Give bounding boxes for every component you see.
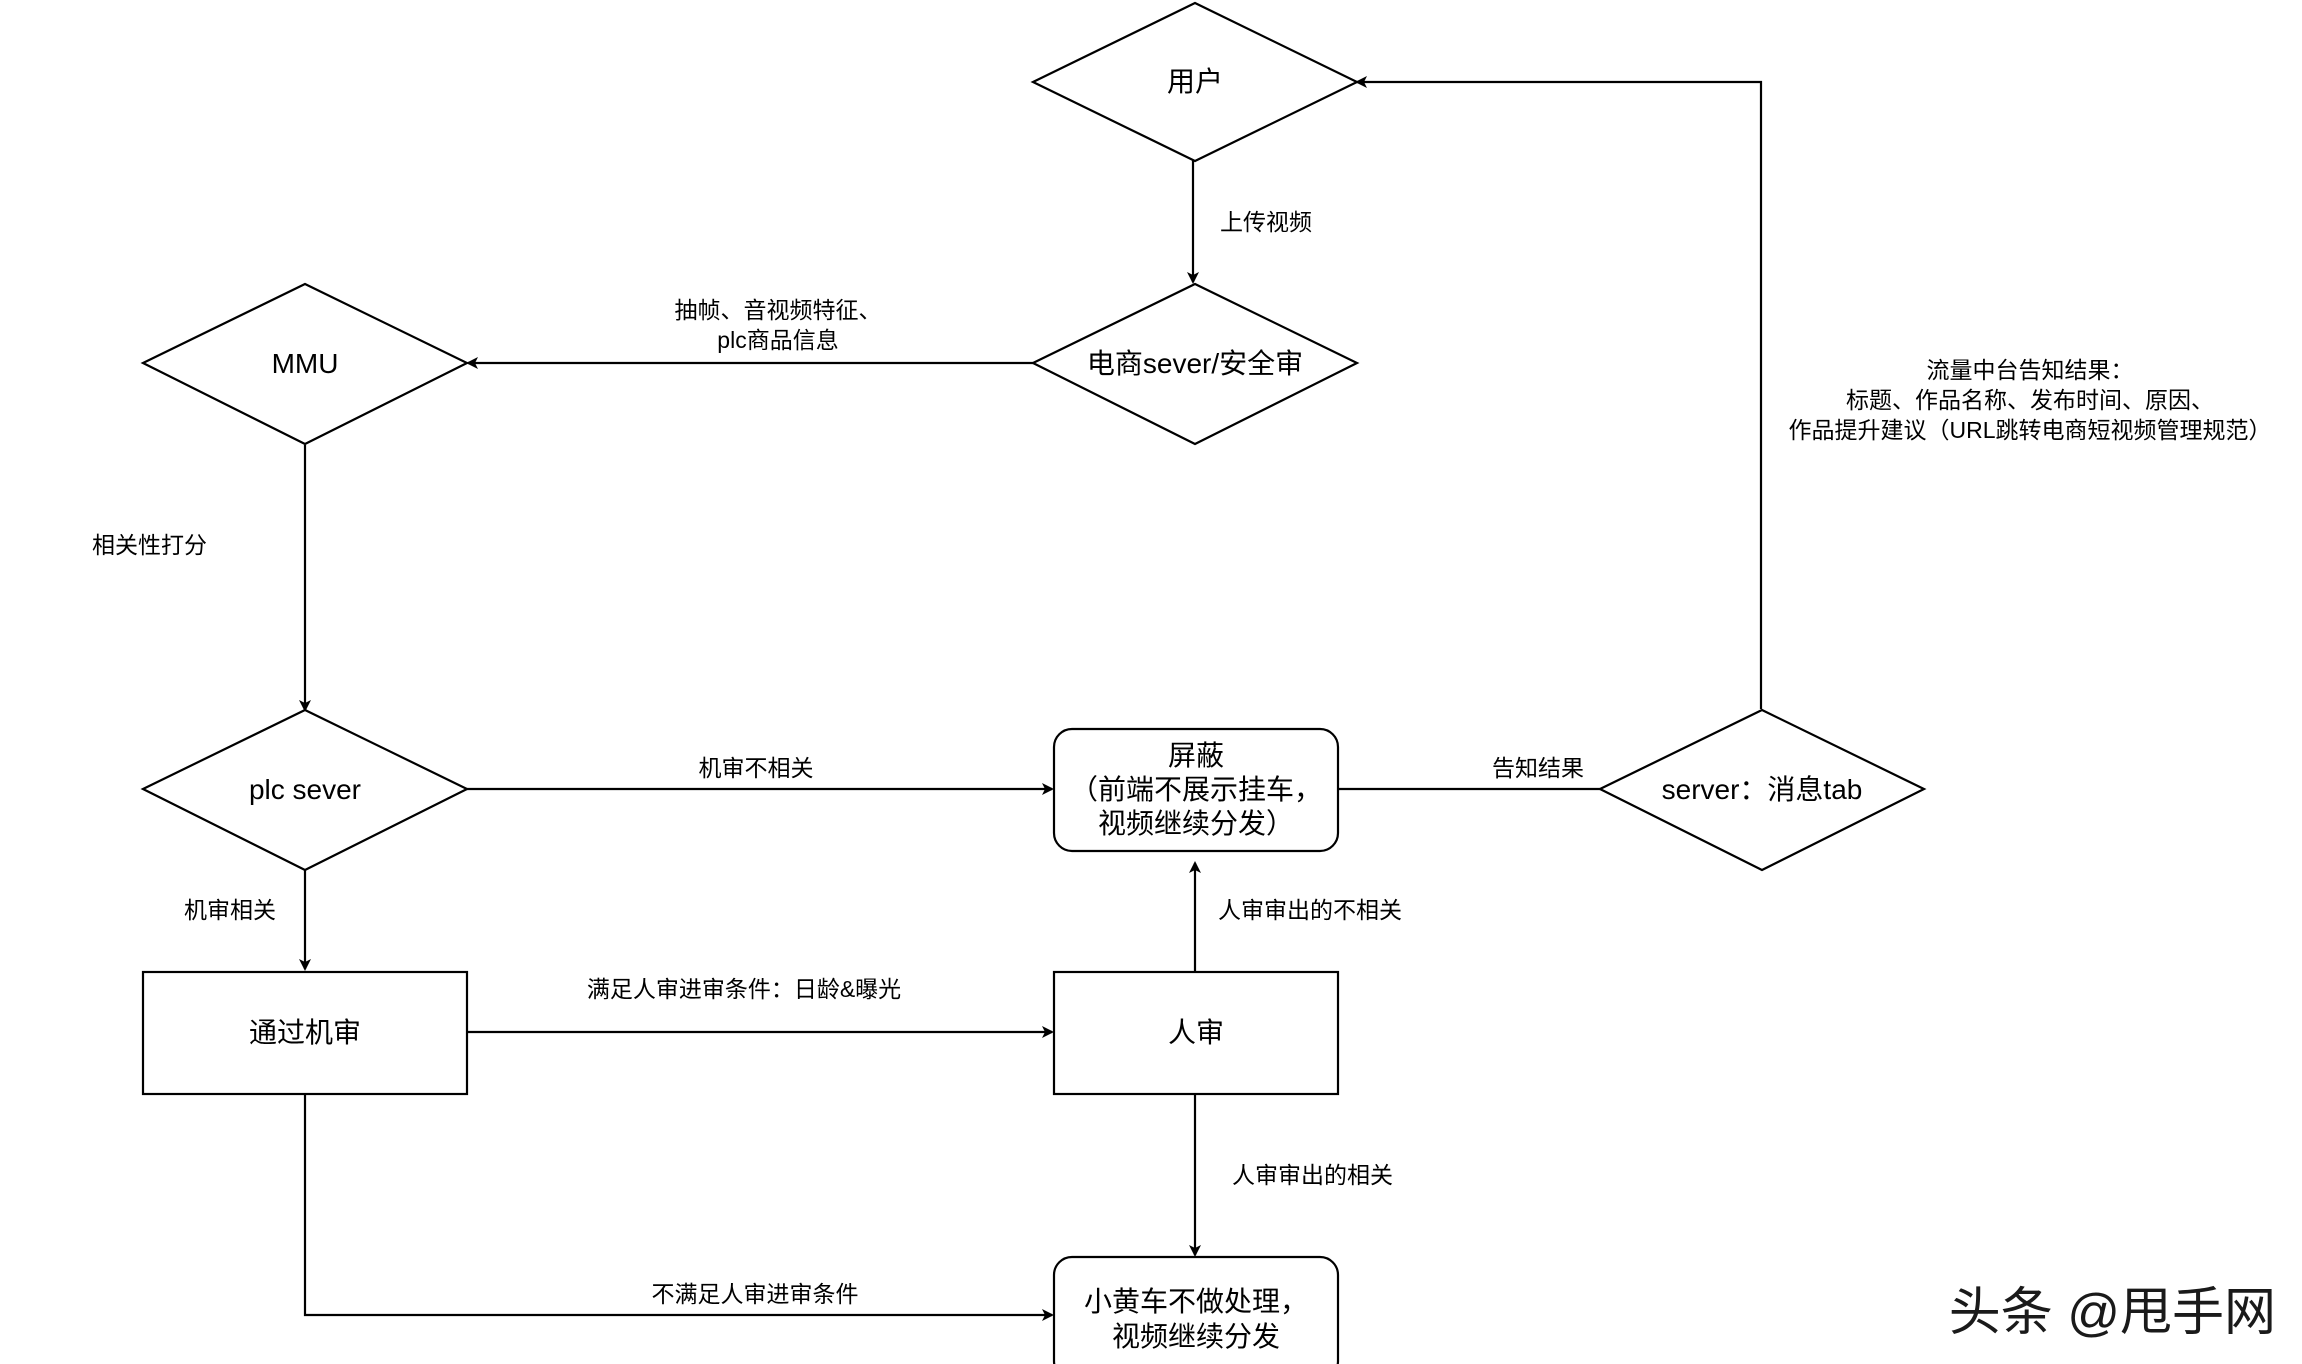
- meet-condition-label: 满足人审进审条件：日龄&曝光: [587, 976, 901, 1002]
- pass-machine-label: 通过机审: [249, 1017, 361, 1048]
- shield-line-1: 屏蔽: [1168, 740, 1224, 771]
- node-server-msg: server：消息tab: [1597, 708, 1927, 872]
- extract-label-line-1: 抽帧、音视频特征、: [675, 297, 882, 323]
- mmu-label: MMU: [272, 348, 339, 379]
- manual-relevant-label: 人审审出的相关: [1232, 1162, 1393, 1188]
- node-user: 用户: [1030, 1, 1360, 163]
- node-shield: 屏蔽 （前端不展示挂车， 视频继续分发）: [1052, 727, 1340, 853]
- node-plc-server: plc sever: [140, 708, 470, 872]
- node-manual-review: 人审: [1052, 970, 1340, 1096]
- shield-line-2: （前端不展示挂车，: [1070, 774, 1322, 805]
- traffic-notify-line-3: 作品提升建议（URL跳转电商短视频管理规范）: [1788, 417, 2271, 443]
- notify-label: 告知结果: [1492, 755, 1584, 781]
- extract-label-line-2: plc商品信息: [717, 327, 838, 353]
- watermark: 头条 @甩手网: [1949, 1284, 2276, 1342]
- node-mmu: MMU: [140, 282, 470, 446]
- server-msg-label: server：消息tab: [1662, 774, 1863, 805]
- manual-review-label: 人审: [1168, 1017, 1224, 1048]
- node-pass-machine: 通过机审: [141, 970, 469, 1096]
- traffic-notify-line-1: 流量中台告知结果：: [1927, 357, 2134, 383]
- node-ecom-server: 电商sever/安全审: [1030, 282, 1360, 446]
- upload-label: 上传视频: [1220, 209, 1312, 235]
- no-action-line-1: 小黄车不做处理，: [1084, 1286, 1308, 1317]
- plc-server-label: plc sever: [249, 774, 361, 805]
- edge-not-meet-condition: [303, 1094, 1054, 1321]
- machine-irrelevant-label: 机审不相关: [699, 755, 814, 781]
- traffic-notify-line-2: 标题、作品名称、发布时间、原因、: [1846, 387, 2214, 413]
- machine-relevant-label: 机审相关: [184, 897, 276, 923]
- user-label: 用户: [1167, 66, 1223, 97]
- no-action-line-2: 视频继续分发: [1112, 1321, 1280, 1352]
- ecom-server-label: 电商sever/安全审: [1087, 348, 1303, 379]
- node-no-action: 小黄车不做处理， 视频继续分发: [1052, 1255, 1340, 1364]
- edge-traffic-notify: [1355, 76, 1763, 709]
- manual-irrelevant-label: 人审审出的不相关: [1218, 897, 1402, 923]
- shield-line-3: 视频继续分发）: [1098, 808, 1294, 839]
- relevance-label: 相关性打分: [92, 532, 207, 558]
- not-meet-condition-label: 不满足人审进审条件: [652, 1281, 859, 1307]
